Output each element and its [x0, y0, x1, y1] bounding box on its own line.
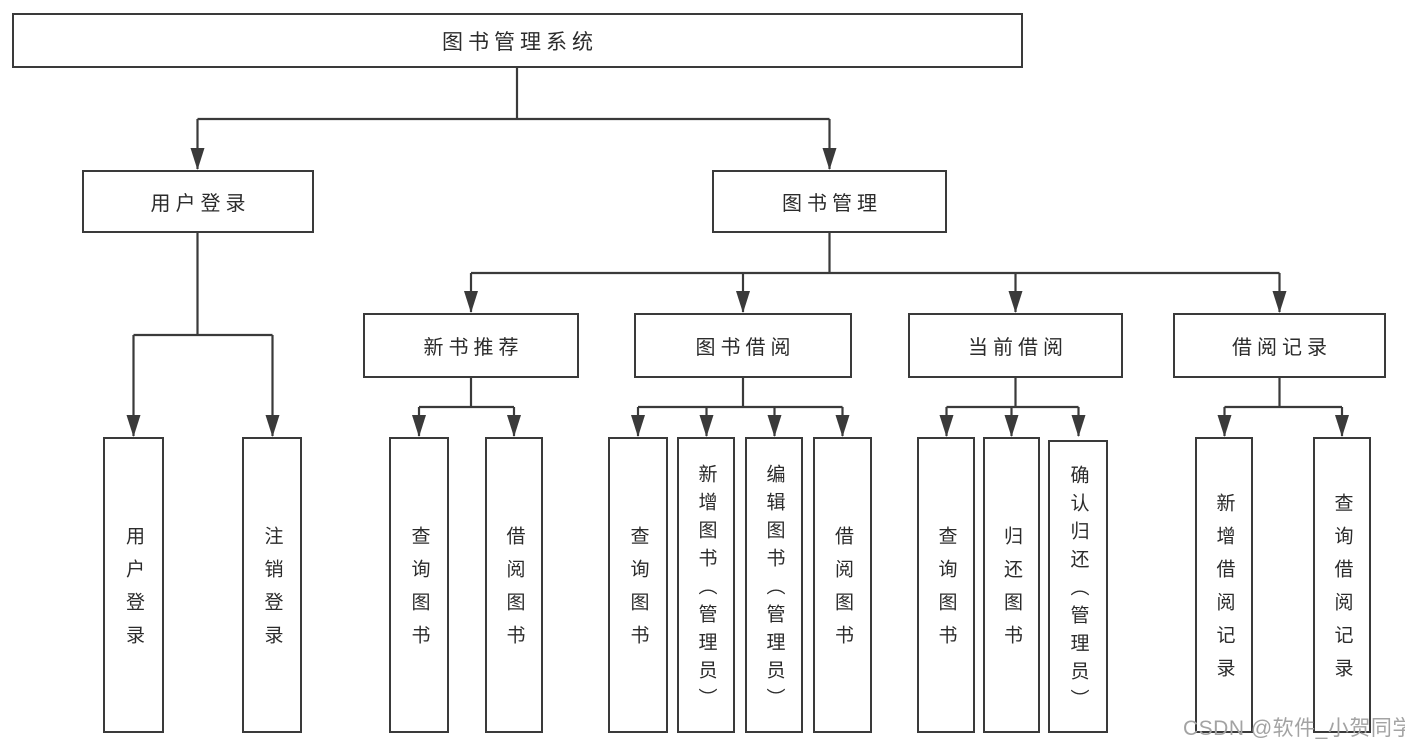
leaf-add-borrow-record: 新增借阅记录 [1195, 437, 1253, 733]
node-book-management: 图书管理 [712, 170, 947, 233]
node-book-management-label: 图书管理 [782, 193, 882, 215]
leaf-query-books-current-label: 查询图书 [935, 526, 957, 658]
leaf-confirm-return-admin-label: 确认归还（管理员） [1067, 465, 1089, 717]
leaf-query-books-recommend: 查询图书 [389, 437, 449, 733]
node-user-login-label: 用户登录 [150, 193, 251, 215]
node-borrow-records: 借阅记录 [1173, 313, 1386, 378]
node-root-system: 图书管理系统 [12, 13, 1023, 68]
leaf-query-books-borrow-label: 查询图书 [627, 526, 649, 658]
leaf-query-books-current: 查询图书 [917, 437, 975, 733]
leaf-edit-books-admin: 编辑图书（管理员） [745, 437, 803, 733]
node-root-system-label: 图书管理系统 [442, 30, 598, 54]
node-book-borrow: 图书借阅 [634, 313, 852, 378]
trunk-book-management [471, 233, 1280, 275]
trunk-user-login [133, 233, 273, 337]
node-borrow-records-label: 借阅记录 [1232, 337, 1332, 359]
leaf-return-books: 归还图书 [983, 437, 1040, 733]
csdn-watermark: CSDN @软件_小贺同学 [1183, 717, 1405, 740]
leaf-add-borrow-record-label: 新增借阅记录 [1213, 493, 1235, 691]
leaf-borrow-books-borrow-label: 借阅图书 [832, 526, 853, 658]
leaf-confirm-return-admin: 确认归还（管理员） [1048, 440, 1108, 733]
leaf-user-login-label: 用户登录 [123, 526, 144, 658]
node-current-borrow-label: 当前借阅 [968, 337, 1068, 359]
trunk-book-borrow [638, 378, 843, 409]
leaf-logout: 注销登录 [242, 437, 302, 733]
leaf-add-books-admin-label: 新增图书（管理员） [695, 463, 717, 716]
trunk-new-book-recommend [419, 378, 514, 409]
trunk-current-borrow [946, 378, 1079, 409]
node-book-borrow-label: 图书借阅 [695, 337, 796, 359]
leaf-logout-label: 注销登录 [261, 526, 283, 658]
node-current-borrow: 当前借阅 [908, 313, 1123, 378]
node-user-login: 用户登录 [82, 170, 314, 233]
leaf-borrow-books-recommend-label: 借阅图书 [503, 526, 525, 658]
leaf-user-login: 用户登录 [103, 437, 164, 733]
node-new-book-recommend-label: 新书推荐 [423, 337, 524, 359]
trunk-borrow-records [1224, 378, 1342, 409]
leaf-query-borrow-record-label: 查询借阅记录 [1331, 493, 1353, 691]
leaf-query-borrow-record: 查询借阅记录 [1313, 437, 1371, 733]
leaf-edit-books-admin-label: 编辑图书（管理员） [763, 463, 785, 716]
leaf-add-books-admin: 新增图书（管理员） [677, 437, 735, 733]
trunk-root [197, 68, 830, 121]
leaf-query-books-borrow: 查询图书 [608, 437, 668, 733]
node-new-book-recommend: 新书推荐 [363, 313, 579, 378]
leaf-return-books-label: 归还图书 [1001, 526, 1022, 658]
leaf-borrow-books-borrow: 借阅图书 [813, 437, 872, 733]
leaf-borrow-books-recommend: 借阅图书 [485, 437, 543, 733]
leaf-query-books-recommend-label: 查询图书 [408, 526, 430, 658]
